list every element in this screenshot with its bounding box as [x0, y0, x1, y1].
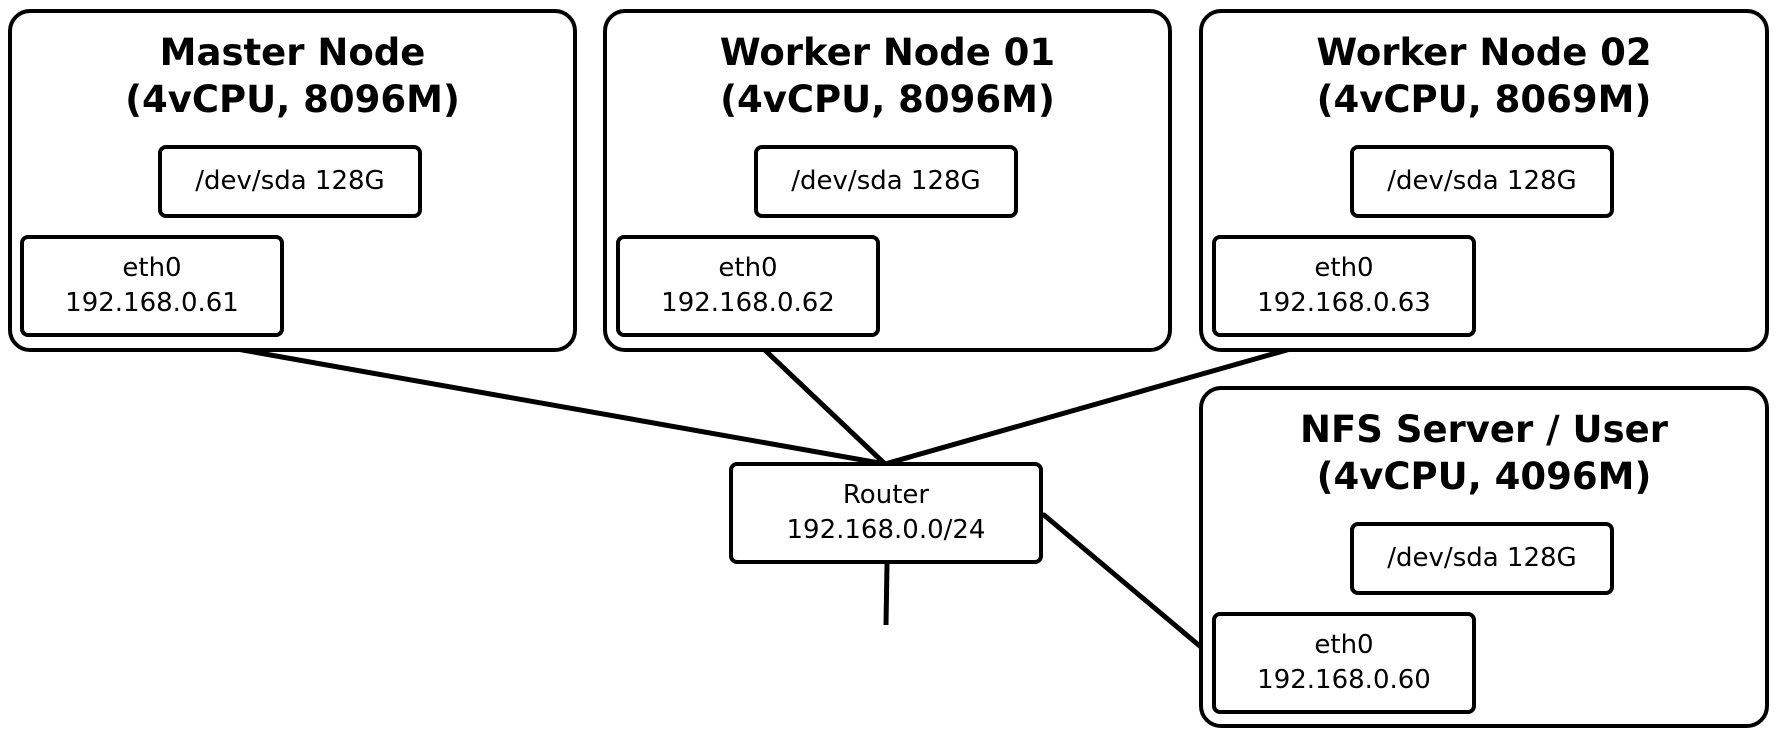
- worker02-node-title: Worker Node 02 (4vCPU, 8069M): [1203, 29, 1765, 123]
- nfs-disk-label: /dev/sda 128G: [1387, 543, 1577, 573]
- worker01-disk: /dev/sda 128G: [754, 145, 1018, 218]
- master-disk: /dev/sda 128G: [158, 145, 422, 218]
- master-disk-label: /dev/sda 128G: [195, 166, 385, 196]
- worker01-eth0-name: eth0: [718, 253, 778, 283]
- master-node-name: Master Node: [159, 31, 426, 74]
- worker02-node-name: Worker Node 02: [1316, 31, 1652, 74]
- master-eth0: eth0 192.168.0.61: [20, 235, 284, 337]
- nfs-node-spec: (4vCPU, 4096M): [1316, 455, 1652, 498]
- router-subnet: 192.168.0.0/24: [786, 515, 986, 545]
- worker02-disk-label: /dev/sda 128G: [1387, 166, 1577, 196]
- nfs-node-name: NFS Server / User: [1300, 408, 1668, 451]
- link-worker01-router: [745, 331, 888, 467]
- link-worker02-router: [882, 331, 1346, 467]
- worker01-node-title: Worker Node 01 (4vCPU, 8096M): [607, 29, 1168, 123]
- worker02-eth0: eth0 192.168.0.63: [1212, 235, 1476, 337]
- worker01-node-name: Worker Node 01: [719, 31, 1056, 74]
- nfs-eth0-name: eth0: [1314, 630, 1374, 660]
- nfs-disk: /dev/sda 128G: [1350, 522, 1614, 595]
- master-eth0-ip: 192.168.0.61: [65, 288, 239, 318]
- worker01-eth0: eth0 192.168.0.62: [616, 235, 880, 337]
- worker02-disk: /dev/sda 128G: [1350, 145, 1614, 218]
- worker02-eth0-ip: 192.168.0.63: [1257, 288, 1431, 318]
- nfs-eth0-ip: 192.168.0.60: [1257, 665, 1431, 695]
- worker01-node-spec: (4vCPU, 8096M): [720, 78, 1055, 121]
- worker02-eth0-name: eth0: [1314, 253, 1374, 283]
- master-eth0-name: eth0: [122, 253, 182, 283]
- worker01-eth0-ip: 192.168.0.62: [661, 288, 835, 318]
- router-name: Router: [842, 480, 930, 510]
- link-router-uplink: [883, 563, 890, 626]
- master-node-spec: (4vCPU, 8096M): [125, 78, 460, 121]
- link-router-nfs: [1041, 512, 1217, 661]
- nfs-node-title: NFS Server / User (4vCPU, 4096M): [1203, 406, 1765, 500]
- worker02-node-spec: (4vCPU, 8069M): [1316, 78, 1652, 121]
- nfs-eth0: eth0 192.168.0.60: [1212, 612, 1476, 714]
- router-box: Router 192.168.0.0/24: [729, 462, 1043, 564]
- worker01-disk-label: /dev/sda 128G: [791, 166, 981, 196]
- link-master-router: [149, 331, 888, 467]
- master-node-title: Master Node (4vCPU, 8096M): [12, 29, 573, 123]
